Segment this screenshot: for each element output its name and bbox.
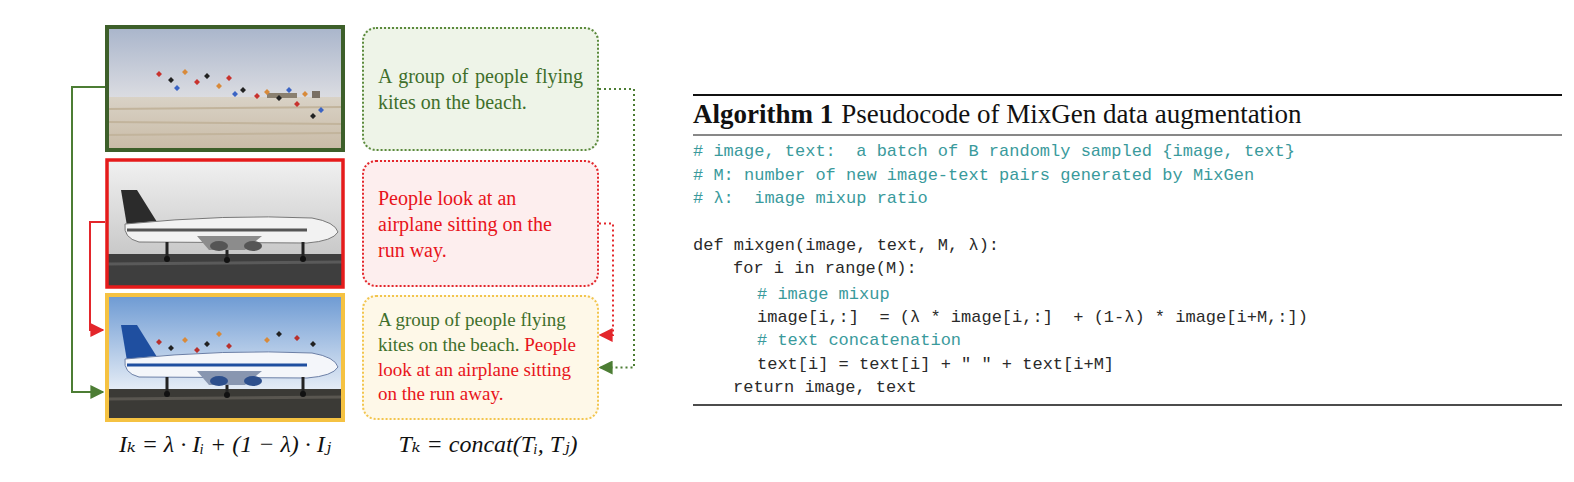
caption-text: A group of people flying kites on the be… [378,65,583,113]
image-frame [107,295,343,420]
code-comment: # λ: image mixup ratio [693,189,928,208]
airplane-photo [107,160,343,287]
text-concat-arrow [599,89,634,368]
code-line: def mixgen(image, text, M, λ): [693,236,999,255]
mix-arrow [90,222,105,330]
text-formula: Tₖ = concat(Tᵢ, Tⱼ) [398,430,577,458]
beach-photo [107,27,343,150]
image-frame [107,160,343,287]
code-comment: # image, text: a batch of B randomly sam… [693,142,1295,161]
table-rule [693,404,1562,406]
code-comment: # M: number of new image-text pairs gene… [693,166,1254,185]
image-frame [107,27,343,150]
caption-body: A group of people flying kites on the be… [378,308,583,407]
caption-text: People look at an airplane sitting on th… [378,187,552,261]
table-rule [693,135,1562,136]
image-formula: Iₖ = λ · Iᵢ + (1 − λ) · Iⱼ [119,430,331,458]
code-comment: # text concatenation [757,331,961,350]
code-line: image[i,:] = (λ * image[i,:] + (1-λ) * i… [757,308,1308,327]
code-line: return image, text [733,378,917,397]
caption-box: A group of people flying kites on the be… [362,295,599,420]
mixed-photo [107,295,343,420]
algorithm-number: Algorithm 1 [693,99,833,130]
code-line: for i in range(M): [733,259,917,278]
algorithm-title: Pseudocode of MixGen data augmentation [841,99,1301,130]
caption-box: A group of people flying kites on the be… [362,27,599,151]
table-rule [693,94,1562,96]
caption-body: People look at an airplane sitting on th… [378,185,583,263]
caption-body: A group of people flying kites on the be… [378,63,583,115]
code-line: text[i] = text[i] + " " + text[i+M] [757,355,1114,374]
mix-arrow [72,87,105,392]
caption-box: People look at an airplane sitting on th… [362,160,599,287]
text-concat-arrow [599,224,613,336]
code-comment: # image mixup [757,285,890,304]
